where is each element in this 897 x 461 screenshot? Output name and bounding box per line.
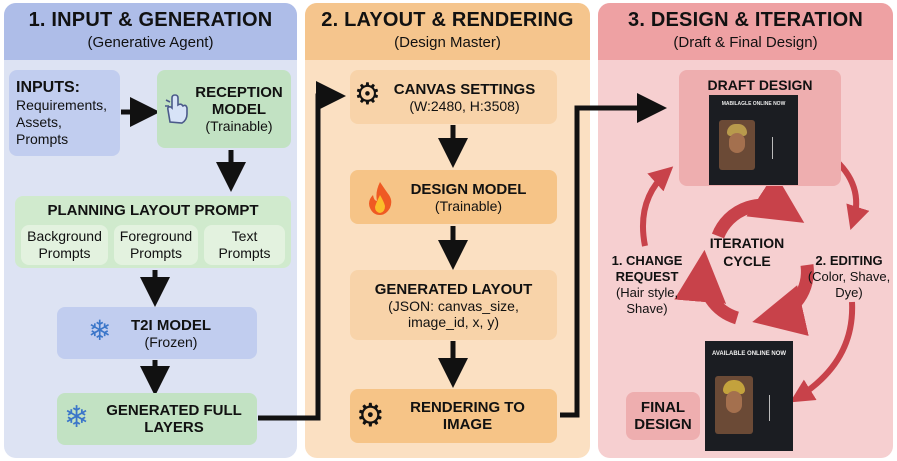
inputs-line2: Assets, <box>16 113 62 130</box>
final-line1: FINAL <box>640 399 686 416</box>
background-prompts-line2: Prompts <box>38 245 91 261</box>
final-poster-image: AVAILABLE ONLINE NOW <box>705 341 793 451</box>
foreground-prompts-line2: Prompts <box>129 245 183 261</box>
editing-line3: Dye) <box>835 285 863 300</box>
layout-line1: (JSON: canvas_size, <box>388 297 519 314</box>
gear-icon: ⚙ <box>354 78 381 111</box>
final-line2: DESIGN <box>634 416 692 433</box>
generated-line1: GENERATED FULL <box>106 402 242 419</box>
text-prompts-line2: Prompts <box>218 245 271 261</box>
panel1-subtitle: (Generative Agent) <box>87 34 214 51</box>
panel3-subtitle: (Draft & Final Design) <box>673 34 818 51</box>
change-line2: REQUEST <box>615 269 679 284</box>
design-model-title: DESIGN MODEL <box>410 180 527 198</box>
draft-poster-image: MABILAGLE ONLINE NOW <box>709 95 798 185</box>
snowflake-icon: ❄ <box>64 401 90 434</box>
background-prompts: Background Prompts <box>21 225 108 265</box>
change-line3: (Hair style, <box>615 285 679 300</box>
arrow-rendering-to-draft <box>560 93 667 418</box>
final-poster-text: AVAILABLE ONLINE NOW <box>711 351 787 357</box>
hand-pointer-icon <box>165 94 188 124</box>
design-model-box: DESIGN MODEL (Trainable) <box>350 170 557 224</box>
t2i-title: T2I MODEL <box>130 316 211 334</box>
generated-line2: LAYERS <box>144 419 204 436</box>
foreground-prompts: Foreground Prompts <box>114 225 198 265</box>
panel3-title: 3. DESIGN & ITERATION <box>628 9 863 31</box>
panel1-header: 1. INPUT & GENERATION (Generative Agent) <box>4 3 297 60</box>
change-request-label: 1. CHANGE REQUEST (Hair style, Shave) <box>602 253 692 317</box>
design-model-note: (Trainable) <box>434 197 503 214</box>
arrow-generated-to-canvas <box>258 81 346 421</box>
planning-title: PLANNING LAYOUT PROMPT <box>47 202 259 219</box>
draft-poster-arrow <box>772 137 773 159</box>
rendering-line1: RENDERING TO <box>410 399 525 416</box>
canvas-note: (W:2480, H:3508) <box>409 97 520 114</box>
snowflake-icon: ❄ <box>88 315 112 346</box>
fire-icon <box>369 182 392 215</box>
final-poster-arrow <box>769 395 770 421</box>
final-poster-portrait <box>715 376 753 434</box>
reception-note: (Trainable) <box>205 118 273 134</box>
editing-line1: 2. EDITING <box>815 253 883 268</box>
change-line4: Shave) <box>626 301 668 316</box>
editing-line2: (Color, Shave, <box>807 269 891 284</box>
canvas-title: CANVAS SETTINGS <box>393 80 536 98</box>
rendering-to-image-box: RENDERING TO IMAGE <box>350 389 557 443</box>
reception-title1: RECEPTION <box>195 84 283 101</box>
editing-label: 2. EDITING (Color, Shave, Dye) <box>804 253 894 301</box>
arrow-editing-to-final <box>789 301 856 403</box>
panel2-title: 2. LAYOUT & RENDERING <box>321 9 574 31</box>
t2i-model-box: T2I MODEL (Frozen) <box>57 307 257 359</box>
t2i-note: (Frozen) <box>144 333 198 350</box>
layout-line2: image_id, x, y) <box>407 313 500 330</box>
cycle-line1: ITERATION <box>709 235 785 251</box>
draft-title: DRAFT DESIGN <box>707 77 813 93</box>
generated-full-layers-box: GENERATED FULL LAYERS <box>57 393 257 445</box>
inputs-box: INPUTS: Requirements, Assets, Prompts <box>9 70 120 156</box>
rendering-line2: IMAGE <box>442 416 493 433</box>
text-prompts: Text Prompts <box>204 225 285 265</box>
canvas-settings-box: CANVAS SETTINGS (W:2480, H:3508) <box>350 70 557 124</box>
arrow-change-to-draft <box>640 166 674 247</box>
foreground-prompts-line1: Foreground <box>119 228 193 244</box>
reception-title2: MODEL <box>211 101 267 118</box>
draft-poster-text: MABILAGLE ONLINE NOW <box>721 101 786 107</box>
inputs-line1: Requirements, <box>16 96 108 113</box>
cycle-line2: CYCLE <box>723 253 771 269</box>
gear-icon: ⚙ <box>356 397 385 433</box>
inputs-line3: Prompts <box>16 130 69 147</box>
background-prompts-line1: Background <box>27 228 102 244</box>
panel3-header: 3. DESIGN & ITERATION (Draft & Final Des… <box>598 3 893 60</box>
inputs-title: INPUTS: <box>16 78 80 96</box>
generated-layout-box: GENERATED LAYOUT (JSON: canvas_size, ima… <box>350 270 557 340</box>
panel1-title: 1. INPUT & GENERATION <box>28 9 273 31</box>
panel2-header: 2. LAYOUT & RENDERING (Design Master) <box>305 3 590 60</box>
iteration-cycle-ring <box>674 172 814 336</box>
change-line1: 1. CHANGE <box>611 253 683 268</box>
panel2-subtitle: (Design Master) <box>394 34 501 51</box>
layout-title: GENERATED LAYOUT <box>374 280 533 298</box>
final-design-box: FINAL DESIGN <box>626 392 700 440</box>
text-prompts-line1: Text <box>231 228 258 244</box>
draft-poster-portrait <box>719 120 755 170</box>
iteration-cycle-label: ITERATION CYCLE <box>697 234 797 270</box>
